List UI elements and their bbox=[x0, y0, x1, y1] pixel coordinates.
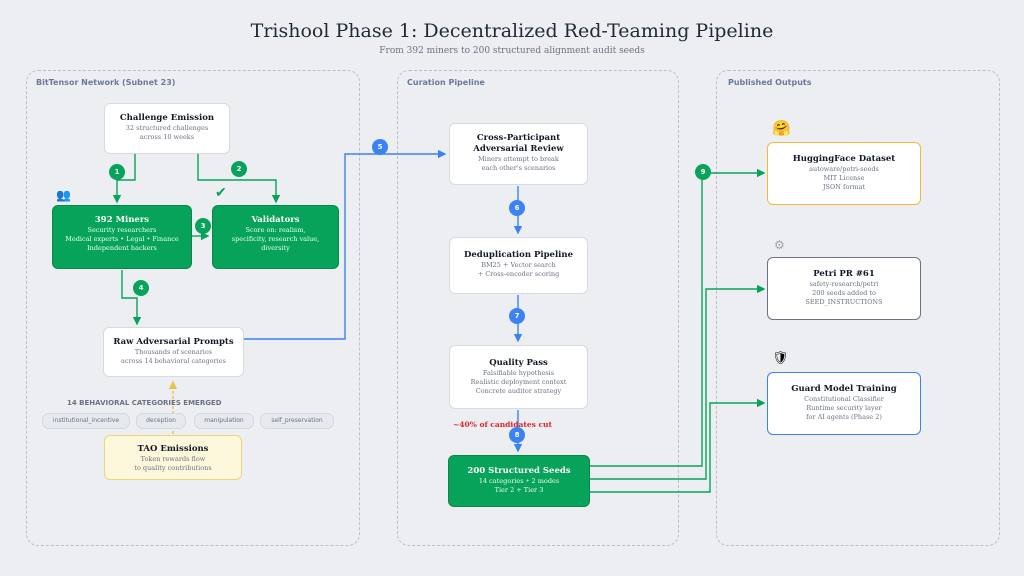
edge-9c bbox=[590, 398, 766, 493]
node-adversarial-review: Cross-Participant Adversarial Review Min… bbox=[449, 123, 588, 185]
edge-9b bbox=[590, 284, 766, 480]
hugging-face-icon: 🤗 bbox=[772, 119, 791, 137]
step-badge-3: 3 bbox=[195, 218, 211, 234]
edge-4 bbox=[121, 270, 142, 326]
node-quality-pass: Quality Pass Falsifiable hypothesis Real… bbox=[449, 345, 588, 409]
shield-icon: 🛡 bbox=[772, 351, 789, 366]
group-curation bbox=[397, 70, 679, 546]
category-chip: manipulation bbox=[194, 413, 254, 429]
categories-heading: 14 BEHAVIORAL CATEGORIES EMERGED bbox=[67, 399, 222, 407]
node-raw-prompts: Raw Adversarial Prompts Thousands of sce… bbox=[103, 327, 244, 377]
step-badge-6: 6 bbox=[509, 200, 525, 216]
checkmark-icon: ✔ bbox=[215, 185, 227, 201]
edge-5 bbox=[244, 149, 447, 340]
category-chip: deception bbox=[136, 413, 186, 429]
step-badge-7: 7 bbox=[509, 308, 525, 324]
node-huggingface-dataset: HuggingFace Dataset autoware/petri-seeds… bbox=[767, 142, 921, 205]
node-structured-seeds: 200 Structured Seeds 14 categories • 2 m… bbox=[448, 455, 590, 507]
node-challenge-emission: Challenge Emission 32 structured challen… bbox=[104, 103, 230, 154]
edge-9a bbox=[590, 168, 766, 467]
node-petri-pr: Petri PR #61 safety-research/petri 200 s… bbox=[767, 257, 921, 320]
group-curation-label: Curation Pipeline bbox=[407, 78, 485, 87]
page-title: Trishool Phase 1: Decentralized Red-Team… bbox=[250, 20, 774, 42]
node-miners: 392 Miners Security researchers Medical … bbox=[52, 205, 192, 269]
group-outputs bbox=[716, 70, 1000, 546]
cut-note: ~40% of candidates cut bbox=[453, 420, 552, 429]
group-outputs-label: Published Outputs bbox=[728, 78, 812, 87]
step-badge-2: 2 bbox=[231, 161, 247, 177]
step-badge-9: 9 bbox=[695, 164, 711, 180]
group-network bbox=[26, 70, 360, 546]
people-icon: 👥 bbox=[56, 188, 71, 202]
step-badge-4: 4 bbox=[133, 280, 149, 296]
group-network-label: BitTensor Network (Subnet 23) bbox=[36, 78, 176, 87]
node-guard-model: Guard Model Training Constitutional Clas… bbox=[767, 372, 921, 435]
step-badge-5: 5 bbox=[372, 139, 388, 155]
page-subtitle: From 392 miners to 200 structured alignm… bbox=[379, 46, 645, 56]
node-validators: Validators Score on: realism, specificit… bbox=[212, 205, 339, 269]
step-badge-8: 8 bbox=[509, 427, 525, 443]
category-chip: self_preservation bbox=[260, 413, 334, 429]
edge-1 bbox=[112, 154, 136, 204]
step-badge-1: 1 bbox=[109, 164, 125, 180]
node-tao-emissions: TAO Emissions Token rewards flow to qual… bbox=[104, 435, 242, 480]
edge-2 bbox=[197, 154, 281, 204]
gear-icon: ⚙ bbox=[774, 238, 785, 252]
category-chip: institutional_incentive bbox=[42, 413, 130, 429]
node-deduplication: Deduplication Pipeline BM25 + Vector sea… bbox=[449, 237, 588, 294]
